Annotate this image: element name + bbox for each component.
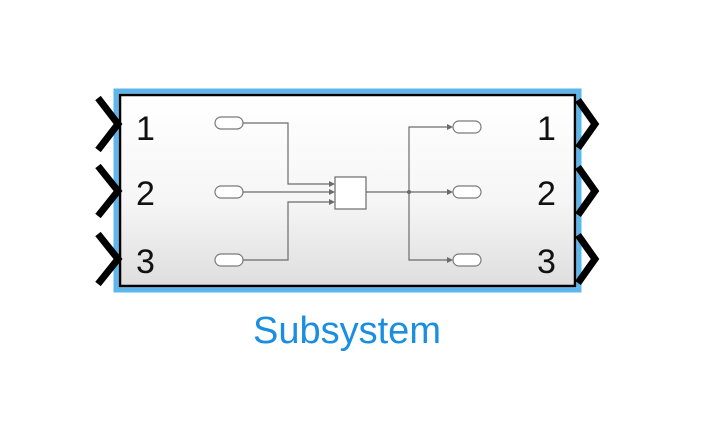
thumb-inport-2 bbox=[214, 185, 244, 199]
inport-label-1: 1 bbox=[136, 110, 155, 148]
outport-2[interactable] bbox=[575, 164, 600, 218]
chevron-right-icon bbox=[95, 231, 123, 287]
thumb-arrow-out-1 bbox=[447, 124, 453, 130]
outport-label-2: 2 bbox=[537, 175, 556, 213]
thumb-arrow-in-2 bbox=[329, 189, 335, 195]
thumb-arrow-out-3 bbox=[447, 257, 453, 263]
thumb-outport-1 bbox=[452, 120, 482, 134]
thumb-wire-out-1 bbox=[408, 126, 448, 192]
thumb-wire-out-3 bbox=[408, 192, 448, 261]
thumb-outport-2 bbox=[452, 185, 482, 199]
thumb-inner-block bbox=[334, 176, 367, 210]
outport-3[interactable] bbox=[575, 232, 600, 286]
thumb-inport-3 bbox=[214, 253, 244, 267]
outport-1[interactable] bbox=[575, 97, 600, 151]
thumb-wire-in-1 bbox=[243, 122, 330, 185]
outport-label-3: 3 bbox=[537, 243, 556, 281]
block-name-label[interactable]: Subsystem bbox=[253, 310, 441, 352]
block-body[interactable] bbox=[118, 93, 577, 288]
chevron-right-icon bbox=[575, 232, 600, 286]
inport-1[interactable] bbox=[95, 95, 123, 153]
thumb-wire-in-3 bbox=[243, 201, 330, 261]
inport-label-3: 3 bbox=[136, 243, 155, 281]
inport-2[interactable] bbox=[95, 163, 123, 219]
thumb-arrow-out-2 bbox=[447, 189, 453, 195]
inport-3[interactable] bbox=[95, 231, 123, 287]
chevron-right-icon bbox=[575, 97, 600, 151]
chevron-right-icon bbox=[95, 163, 123, 219]
chevron-right-icon bbox=[575, 164, 600, 218]
chevron-right-icon bbox=[95, 95, 123, 153]
subsystem-contents-icon bbox=[214, 116, 482, 267]
outport-label-1: 1 bbox=[537, 110, 556, 148]
thumb-arrow-in-3 bbox=[329, 199, 335, 205]
subsystem-block[interactable]: 1 2 3 1 2 3 bbox=[113, 88, 582, 293]
thumb-outport-3 bbox=[452, 253, 482, 267]
thumb-inport-1 bbox=[214, 116, 244, 130]
inport-label-2: 2 bbox=[136, 175, 155, 213]
thumb-arrow-in-1 bbox=[329, 181, 335, 187]
